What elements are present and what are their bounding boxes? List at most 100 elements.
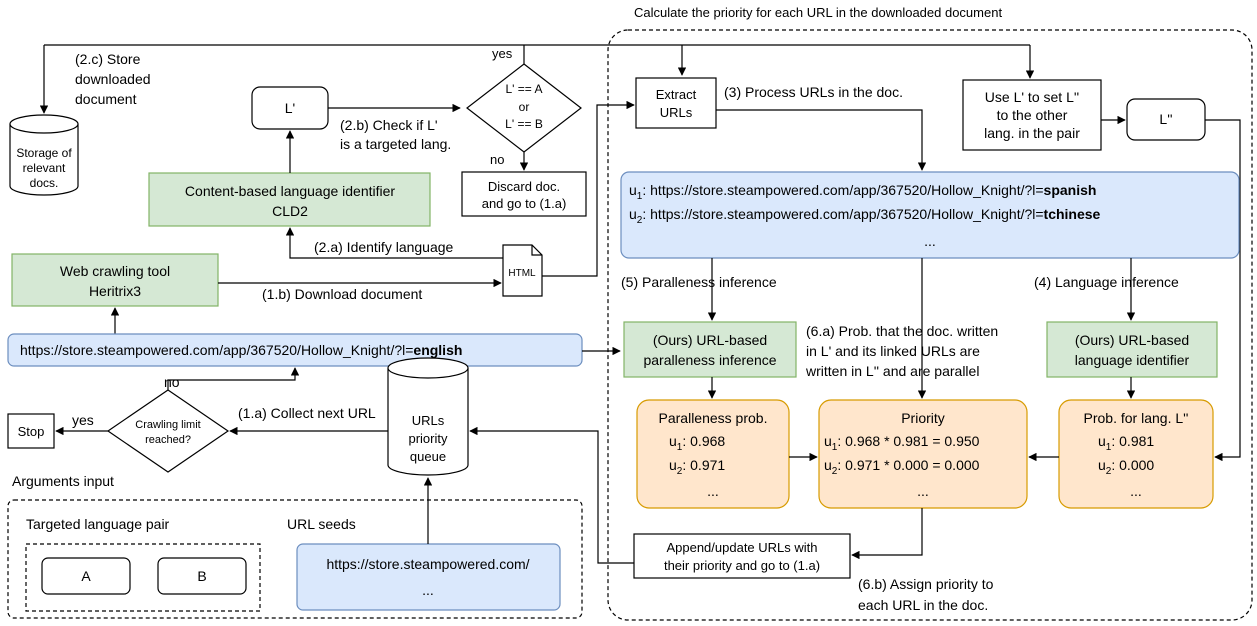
language-model-box xyxy=(1046,321,1218,378)
note-6a-2: in L' and its linked URLs are xyxy=(806,343,980,359)
u1-letter: u xyxy=(629,182,637,198)
seed-url-more: ... xyxy=(422,582,434,598)
lang-prob-title: Prob. for lang. L'' xyxy=(1084,410,1189,426)
storage-label-1: Storage of xyxy=(16,146,72,160)
current-url-prefix: https://store.steampowered.com/app/36752… xyxy=(20,342,413,358)
para-prob-u1: u1: 0.968 xyxy=(669,433,725,453)
queue-label-2: priority xyxy=(408,431,448,446)
label-yes-left: yes xyxy=(72,412,94,428)
edge-html-to-cld2 xyxy=(285,227,503,259)
label-store-1: (2.c) Store xyxy=(75,51,141,67)
u2-url: : https://store.steampowered.com/app/367… xyxy=(642,206,1043,222)
crawling-limit-diamond: Crawling limit reached? xyxy=(106,389,230,473)
extract-urls-box xyxy=(635,77,717,129)
storage-cylinder: Storage of relevant docs. xyxy=(9,114,79,196)
pp-u1-val: : 0.968 xyxy=(682,433,725,449)
paralleness-model-box xyxy=(623,321,797,378)
u2-lang: tchinese xyxy=(1044,206,1101,222)
lang-model-1: (Ours) URL-based xyxy=(1075,332,1189,348)
lang-prob-box xyxy=(1058,399,1214,509)
priority-more: ... xyxy=(917,483,929,499)
label-collect: (1.a) Collect next URL xyxy=(238,405,376,421)
discard-box xyxy=(461,171,587,217)
priority-region-title: Calculate the priority for each URL in t… xyxy=(634,5,1002,20)
label-download: (1.b) Download document xyxy=(262,286,422,302)
lp-u2-val: : 0.000 xyxy=(1111,457,1154,473)
label-store-2: downloaded xyxy=(75,71,151,87)
paralleness-prob-box xyxy=(636,399,790,509)
seed-url-1: https://store.steampowered.com/ xyxy=(326,556,529,572)
discard-label-2: and go to (1.a) xyxy=(482,196,567,211)
pr-u2-letter: u xyxy=(824,457,832,473)
para-prob-more: ... xyxy=(707,483,719,499)
pr-u2-val: : 0.971 * 0.000 = 0.000 xyxy=(837,457,979,473)
doc-url-2: u2: https://store.steampowered.com/app/3… xyxy=(629,206,1101,226)
crawler-label-2: Heritrix3 xyxy=(89,283,141,299)
extract-label-2: URLs xyxy=(660,105,693,120)
queue-label-1: URLs xyxy=(412,413,445,428)
append-urls-box xyxy=(633,533,851,579)
cld2-label-1: Content-based language identifier xyxy=(185,183,395,199)
lang-a-box xyxy=(41,557,131,595)
pp-u1-sub: 1 xyxy=(677,442,683,453)
lp-u1-val: : 0.981 xyxy=(1111,433,1154,449)
append-label-2: their priority and go to (1.a) xyxy=(664,558,820,573)
lang-model-2: language identifier xyxy=(1075,352,1190,368)
priority-box xyxy=(818,399,1028,509)
label-no-mid: no xyxy=(490,152,504,167)
html-document-icon: HTML xyxy=(502,244,543,297)
lp-u1-sub: 1 xyxy=(1106,442,1112,453)
queue-label-3: queue xyxy=(410,449,446,464)
use-l-label-2: to the other xyxy=(997,107,1068,123)
u2-sub: 2 xyxy=(637,215,643,226)
label-check-1: (2.b) Check if L' xyxy=(340,117,438,133)
crawl-limit-1: Crawling limit xyxy=(135,419,200,431)
pp-u1-letter: u xyxy=(669,433,677,449)
use-lprime-box xyxy=(962,79,1102,151)
web-crawler-box xyxy=(11,253,219,307)
lp-u1-letter: u xyxy=(1098,433,1106,449)
discard-label-1: Discard doc. xyxy=(488,179,560,194)
storage-label-3: docs. xyxy=(30,176,59,190)
label-process: (3) Process URLs in the doc. xyxy=(724,84,903,100)
cond-line-3: L' == B xyxy=(505,117,543,131)
pp-u2-val: : 0.971 xyxy=(682,457,725,473)
para-model-1: (Ours) URL-based xyxy=(653,332,767,348)
stop-box xyxy=(7,413,55,449)
priority-u1: u1: 0.968 * 0.981 = 0.950 xyxy=(824,433,980,453)
lang-a-label: A xyxy=(81,568,91,584)
label-assign-1: (6.b) Assign priority to xyxy=(858,576,994,592)
label-yes-top: yes xyxy=(492,46,513,61)
l-prime-label: L' xyxy=(285,100,295,116)
lang-prob-u2: u2: 0.000 xyxy=(1098,457,1154,477)
append-label-1: Append/update URLs with xyxy=(666,540,817,555)
l-dprime-label: L'' xyxy=(1159,111,1172,127)
priority-title: Priority xyxy=(901,410,945,426)
html-label: HTML xyxy=(508,268,536,279)
note-6a-1: (6.a) Prob. that the doc. written xyxy=(806,323,998,339)
language-pair-region xyxy=(25,543,261,612)
u1-sub: 1 xyxy=(637,191,643,202)
para-prob-title: Paralleness prob. xyxy=(659,410,768,426)
label-check-2: is a targeted lang. xyxy=(340,136,451,152)
pr-u1-val: : 0.968 * 0.981 = 0.950 xyxy=(837,433,979,449)
doc-url-more: ... xyxy=(924,233,936,249)
para-model-2: paralleness inference xyxy=(643,352,776,368)
edge-limit-no xyxy=(167,367,300,390)
lp-u2-sub: 2 xyxy=(1106,466,1112,477)
edge-extract-to-urls xyxy=(716,109,927,171)
doc-url-1: u1: https://store.steampowered.com/app/3… xyxy=(629,182,1096,202)
label-assign-2: each URL in the doc. xyxy=(858,597,988,613)
url-seeds-box xyxy=(296,543,561,611)
use-l-label-1: Use L' to set L'' xyxy=(985,89,1079,105)
extract-label-1: Extract xyxy=(656,87,697,102)
label-para-inf: (5) Paralleness inference xyxy=(621,274,777,290)
use-l-label-3: lang. in the pair xyxy=(984,125,1080,141)
doc-urls-box xyxy=(620,171,1240,259)
para-prob-u2: u2: 0.971 xyxy=(669,457,725,477)
priority-u2: u2: 0.971 * 0.000 = 0.000 xyxy=(824,457,980,477)
edge-priority-to-append xyxy=(851,508,923,560)
cld2-label-2: CLD2 xyxy=(272,203,308,219)
pp-u2-letter: u xyxy=(669,457,677,473)
